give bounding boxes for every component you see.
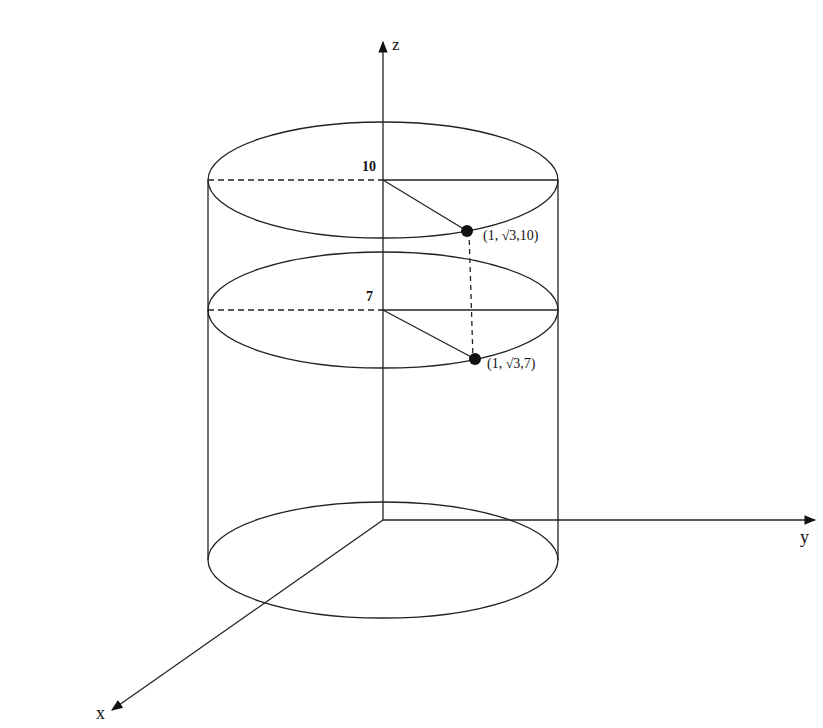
radius <box>383 179 558 180</box>
radial-line <box>383 180 467 231</box>
cylinder-side <box>207 180 208 560</box>
height-value: 7 <box>366 290 373 304</box>
axis-label: x <box>96 704 105 722</box>
point-coordinate: (1, √3,10) <box>483 229 539 243</box>
dashed-radius <box>208 179 383 180</box>
point-coordinate: (1, √3,7) <box>487 357 536 371</box>
x-axis <box>112 520 383 710</box>
z-axis <box>382 42 383 520</box>
axis-label: y <box>800 528 809 546</box>
point-marker <box>461 225 473 237</box>
radial-line <box>383 310 475 359</box>
dashed-connector <box>469 231 473 359</box>
point-marker <box>469 353 481 365</box>
cylinder-side <box>557 180 558 560</box>
axis-label: z <box>392 36 400 53</box>
y-axis <box>383 519 815 520</box>
dashed-radius <box>208 309 383 310</box>
radius <box>383 309 558 310</box>
height-value: 10 <box>362 160 376 174</box>
